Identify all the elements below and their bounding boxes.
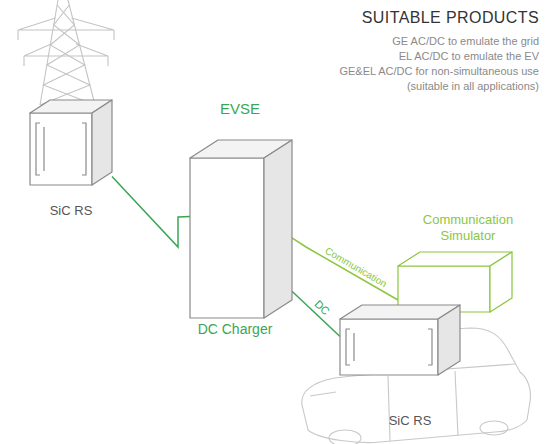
bracket-symbol — [428, 329, 432, 365]
node-label: SiC RS — [360, 413, 460, 429]
tower-bracing — [43, 5, 95, 105]
node-label: SiC RS — [20, 203, 122, 219]
products-panel: SUITABLE PRODUCTS GE AC/DC to emulate the… — [239, 9, 539, 94]
connector-label: Communication — [323, 244, 389, 288]
handle-symbol — [43, 127, 44, 171]
box-front — [30, 113, 92, 185]
handle-symbol — [353, 333, 354, 361]
insulator — [18, 30, 114, 66]
box-side — [264, 140, 292, 318]
simulator-box: Communication Simulator — [398, 252, 512, 312]
product-note: GE AC/DC to emulate the grid — [327, 34, 539, 49]
bracket-symbol — [82, 123, 86, 175]
product-note: GE&EL AC/DC for non-simultaneous use (su… — [327, 64, 539, 94]
connector-line — [112, 177, 190, 248]
box-side — [438, 305, 460, 375]
transmission-tower — [18, 0, 114, 105]
box-shape — [340, 305, 460, 375]
box-front — [190, 158, 264, 318]
box-front — [340, 319, 438, 375]
node-label: DC Charger — [170, 321, 300, 338]
car-wheel — [480, 421, 508, 435]
connector-line — [292, 291, 340, 336]
sic-rs-box: SiC RS — [340, 305, 460, 375]
charger-box: EVSEDC Charger — [190, 140, 292, 318]
box-side — [490, 252, 512, 312]
node-label: EVSE — [180, 100, 300, 118]
box-side — [92, 100, 112, 185]
tower-arm — [18, 18, 114, 30]
car-door — [388, 371, 458, 441]
bracket-symbol — [36, 123, 40, 175]
tower-legs — [40, 0, 95, 105]
node-label: Communication Simulator — [413, 212, 523, 244]
connector-label: DC — [312, 298, 332, 318]
heading: SUITABLE PRODUCTS — [239, 9, 539, 27]
car-wheel — [329, 430, 361, 444]
car-headlight — [310, 392, 336, 396]
bracket-symbol — [346, 329, 350, 365]
connector-line — [292, 238, 398, 300]
tower-arm — [24, 44, 108, 56]
product-note: EL AC/DC to emulate the EV — [327, 49, 539, 64]
box-shape — [398, 252, 512, 312]
box-shape — [190, 140, 292, 318]
sic-rs-box: SiC RS — [30, 100, 112, 185]
box-shape — [30, 100, 112, 185]
